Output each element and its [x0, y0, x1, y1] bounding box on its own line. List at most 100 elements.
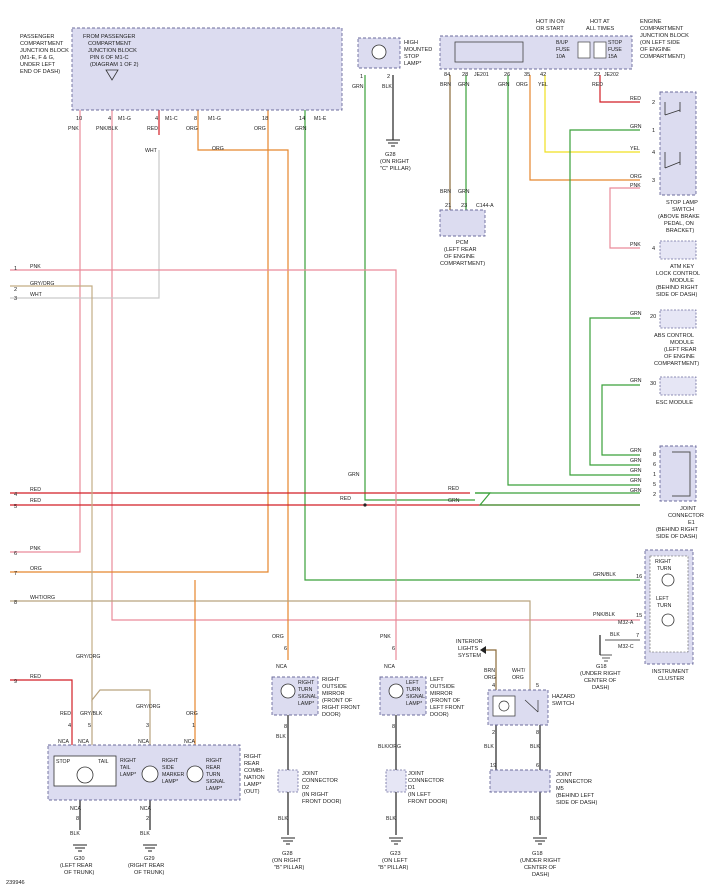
label: G18 — [596, 664, 607, 670]
label: RIGHT — [655, 559, 672, 565]
label: 10A — [556, 54, 566, 60]
label: OF TRUNK) — [134, 870, 164, 876]
label: REAR — [206, 765, 221, 771]
label: MOUNTED — [404, 47, 432, 53]
label: LEFT — [406, 680, 420, 686]
ground-icon — [143, 844, 157, 852]
stop-lamp-switch: 2 1 4 3 RED GRN YEL ORG PNK STOP LAMP SW… — [630, 91, 700, 234]
label: SWITCH — [672, 207, 694, 213]
wire-label: RED — [340, 496, 351, 502]
label: (M1-E, F & G, — [20, 55, 55, 61]
label: PCM — [456, 240, 469, 246]
label: MIRROR — [430, 691, 453, 697]
hazard-button — [492, 695, 516, 717]
pin: 8 — [392, 724, 395, 730]
label: SIGNAL — [298, 694, 317, 700]
wire-label: GRN — [630, 488, 642, 494]
label: (LEFT REAR — [60, 863, 93, 869]
label: FUSE — [556, 47, 570, 53]
wire-label: ORG — [630, 174, 642, 180]
label: CENTER OF — [584, 678, 617, 684]
label: TURN — [206, 772, 221, 778]
label: STOP LAMP — [666, 200, 698, 206]
label: COMPARTMENT) — [640, 54, 685, 60]
pin: 1 — [192, 723, 195, 729]
label: "B" PILLAR) — [378, 865, 409, 871]
ref-num: 1 — [14, 266, 17, 272]
pin: 8 — [76, 816, 79, 822]
label: COMPARTMENT) — [654, 361, 699, 367]
wires — [10, 75, 640, 835]
label: JOINT — [408, 771, 425, 777]
wire-pnk-6 — [10, 110, 81, 553]
label: STOP — [56, 759, 71, 765]
ref-num: 3 — [14, 296, 17, 302]
ground-icon — [389, 837, 403, 845]
wire-label: BLK — [610, 632, 620, 638]
wire-org-mirror — [197, 110, 289, 660]
bulb-icon — [388, 683, 404, 699]
label: JUNCTION BLOCK — [88, 48, 137, 54]
joint-connector-e1: 8 6 1 5 2 GRN GRN GRN GRN GRN JOINT CONN… — [630, 445, 704, 540]
conn-label: M32-C — [618, 644, 634, 650]
wire-label: GRN — [630, 478, 642, 484]
label: (OUT) — [244, 789, 260, 795]
wire-label: PNK — [30, 264, 41, 270]
wire-label: GRN — [458, 189, 470, 195]
label: (LEFT REAR — [664, 347, 697, 353]
wire-label: BLK — [530, 816, 540, 822]
label: LAMP* — [120, 772, 136, 778]
label: (IN LEFT — [408, 792, 431, 798]
label: (ABOVE BRAKE — [658, 214, 700, 220]
switch-icon — [664, 152, 681, 169]
label: SIDE — [162, 765, 175, 771]
label: INSTRUMENT — [652, 669, 689, 675]
esc-module: 30 GRN ESC MODULE — [630, 376, 697, 406]
pin: 14 — [299, 116, 305, 122]
wire-label: BLK/ORG — [378, 744, 401, 750]
wire-label: RED — [147, 126, 158, 132]
label: LAMP* — [406, 701, 422, 707]
wire-red-sw2 — [599, 75, 640, 103]
wire-gry-2 — [10, 285, 93, 660]
label: (BEHIND RIGHT — [656, 527, 699, 533]
instrument-cluster: RIGHT TURN LEFT TURN 16 15 7 M32-A M32-C… — [580, 549, 694, 691]
interior-lights-system: INTERIOR LIGHTS SYSTEM — [456, 639, 497, 660]
wire-label: GRY/BLK — [80, 711, 103, 717]
label: RIGHT — [206, 758, 223, 764]
high-mounted-stop-lamp: HIGH MOUNTED STOP LAMP* 1 2 GRN BLK G28 … — [352, 37, 432, 172]
label: (UNDER RIGHT — [520, 858, 561, 864]
bulb-icon — [186, 765, 204, 783]
label: PEDAL, ON — [664, 221, 694, 227]
label: MARKER — [162, 772, 184, 778]
wire-label: ORG — [272, 634, 284, 640]
right-outside-mirror: RIGHT TURN SIGNAL LAMP* RIGHT OUTSIDE MI… — [271, 634, 361, 740]
wire-label: GRN — [352, 84, 364, 90]
wire-label: GRN — [458, 82, 470, 88]
pin: 28 — [462, 72, 468, 78]
conn-label: JE202 — [604, 72, 619, 78]
pin: 4 — [652, 246, 655, 252]
label: DOOR) — [322, 712, 341, 718]
label: HIGH — [404, 40, 418, 46]
pin: 4 — [155, 116, 158, 122]
conn-label: M1-G — [208, 116, 221, 122]
pin: 19 — [490, 763, 496, 769]
pin: 3 — [652, 178, 655, 184]
label: HAZARD — [552, 694, 575, 700]
wire-label: YEL — [630, 146, 640, 152]
wire-pnk-atm — [609, 187, 640, 249]
label: RIGHT — [244, 754, 262, 760]
wire-label: NCA — [384, 664, 395, 670]
wire-label: BLK — [140, 831, 150, 837]
label: STOP — [404, 54, 419, 60]
pin: 8 — [653, 452, 656, 458]
label: COMPARTMENT — [640, 26, 684, 32]
wire-label: GRN — [630, 458, 642, 464]
wire-label: NCA — [140, 806, 151, 812]
wire-label: BLK — [278, 816, 288, 822]
pin: 6 — [392, 646, 395, 652]
pin: 26 — [504, 72, 510, 78]
label: "C" PILLAR) — [380, 166, 411, 172]
label: FROM PASSENGER — [83, 34, 135, 40]
